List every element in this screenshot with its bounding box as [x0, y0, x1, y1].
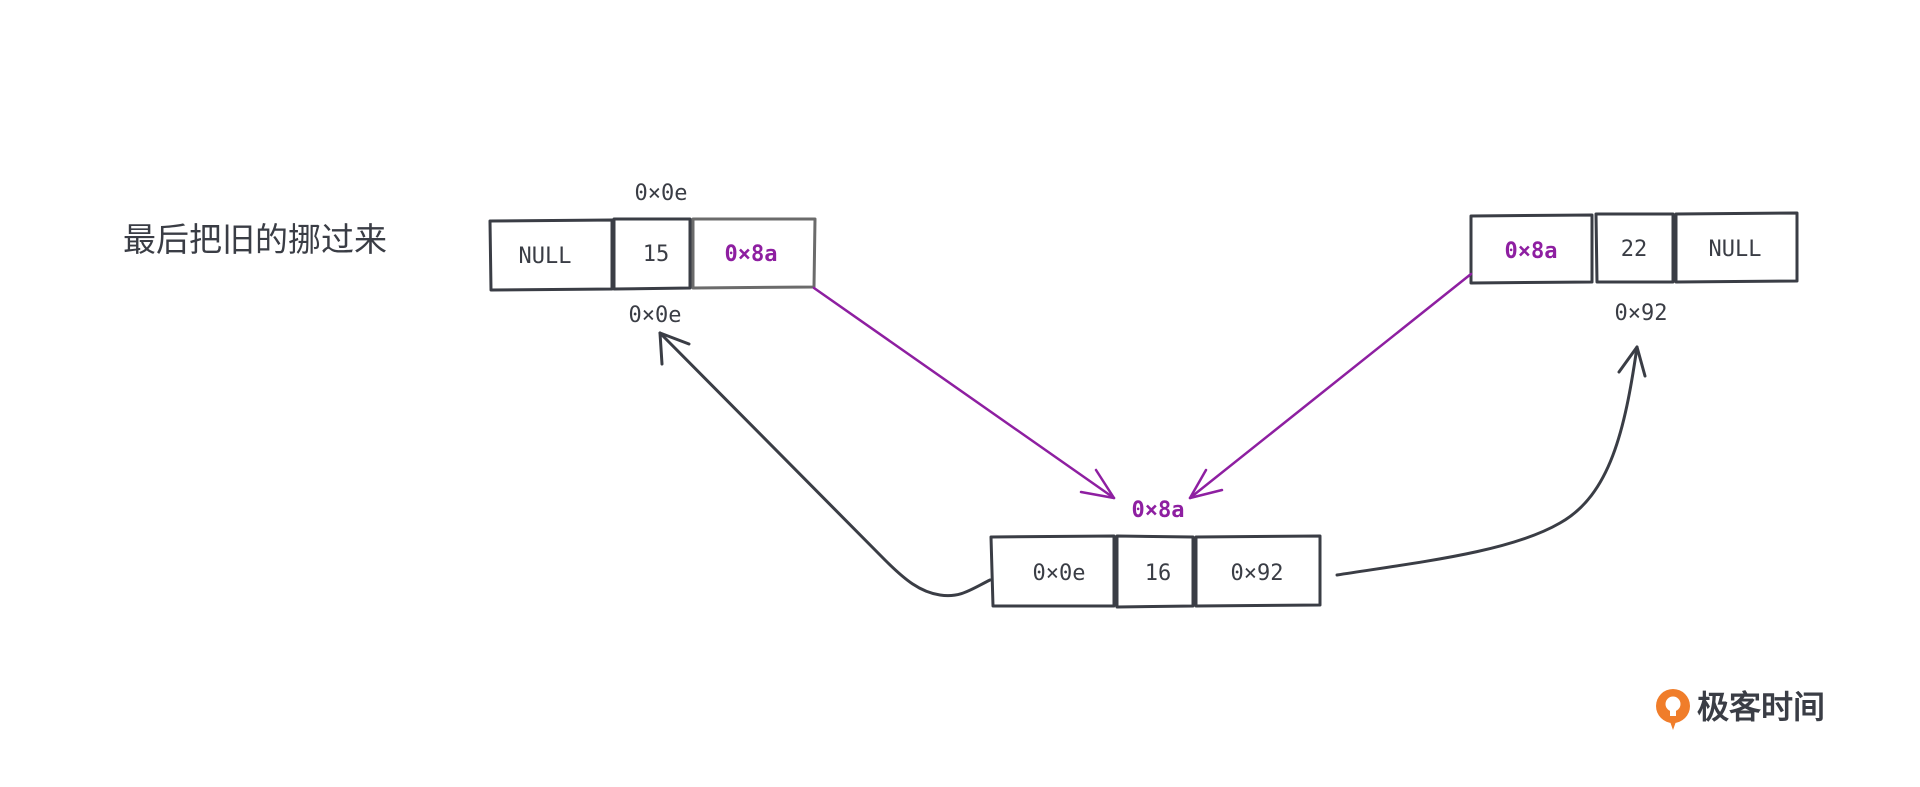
arrow-middle-prev-to-left — [658, 331, 992, 598]
left-node-address-bottom: 0×0e — [629, 303, 682, 328]
arrow-right-prev-to-middle — [1188, 272, 1473, 500]
left-node-value-label: 15 — [643, 242, 670, 267]
middle-node-next-cell — [1194, 534, 1322, 608]
arrow-middle-next-to-right — [1335, 345, 1647, 577]
arrow-left-next-to-middle — [812, 286, 1116, 500]
left-node-prev-label: NULL — [519, 244, 572, 269]
left-node-prev-cell — [488, 218, 614, 292]
right-node-prev-cell — [1469, 213, 1594, 285]
right-node-prev-label: 0×8a — [1505, 239, 1558, 264]
right-node-value-label: 22 — [1621, 237, 1648, 262]
geektime-logo-text: 极客时间 — [1697, 688, 1825, 726]
left-node-address-top: 0×0e — [635, 181, 688, 206]
middle-node-address-top: 0×8a — [1132, 498, 1185, 523]
middle-node: 0×8a 0×0e 16 0×92 — [989, 498, 1322, 609]
middle-node-value-cell — [1115, 534, 1195, 609]
right-node-next-cell — [1674, 211, 1799, 284]
right-node-next-label: NULL — [1709, 237, 1762, 262]
right-node-address-bottom: 0×92 — [1615, 301, 1668, 326]
middle-node-value-label: 16 — [1145, 561, 1172, 586]
geektime-logo-icon — [1656, 689, 1690, 730]
left-node-next-label: 0×8a — [725, 242, 778, 267]
middle-node-prev-cell — [989, 534, 1116, 608]
right-node: 0×8a 22 NULL 0×92 — [1469, 211, 1799, 326]
left-node-value-cell — [612, 217, 692, 291]
right-node-value-cell — [1594, 212, 1675, 284]
middle-node-prev-label: 0×0e — [1033, 561, 1086, 586]
left-node: 0×0e NULL 15 0×8a 0×0e — [488, 181, 817, 328]
geektime-logo: 极客时间 — [1656, 688, 1825, 730]
middle-node-next-label: 0×92 — [1231, 561, 1284, 586]
diagram-title: 最后把旧的挪过来 — [123, 220, 387, 259]
